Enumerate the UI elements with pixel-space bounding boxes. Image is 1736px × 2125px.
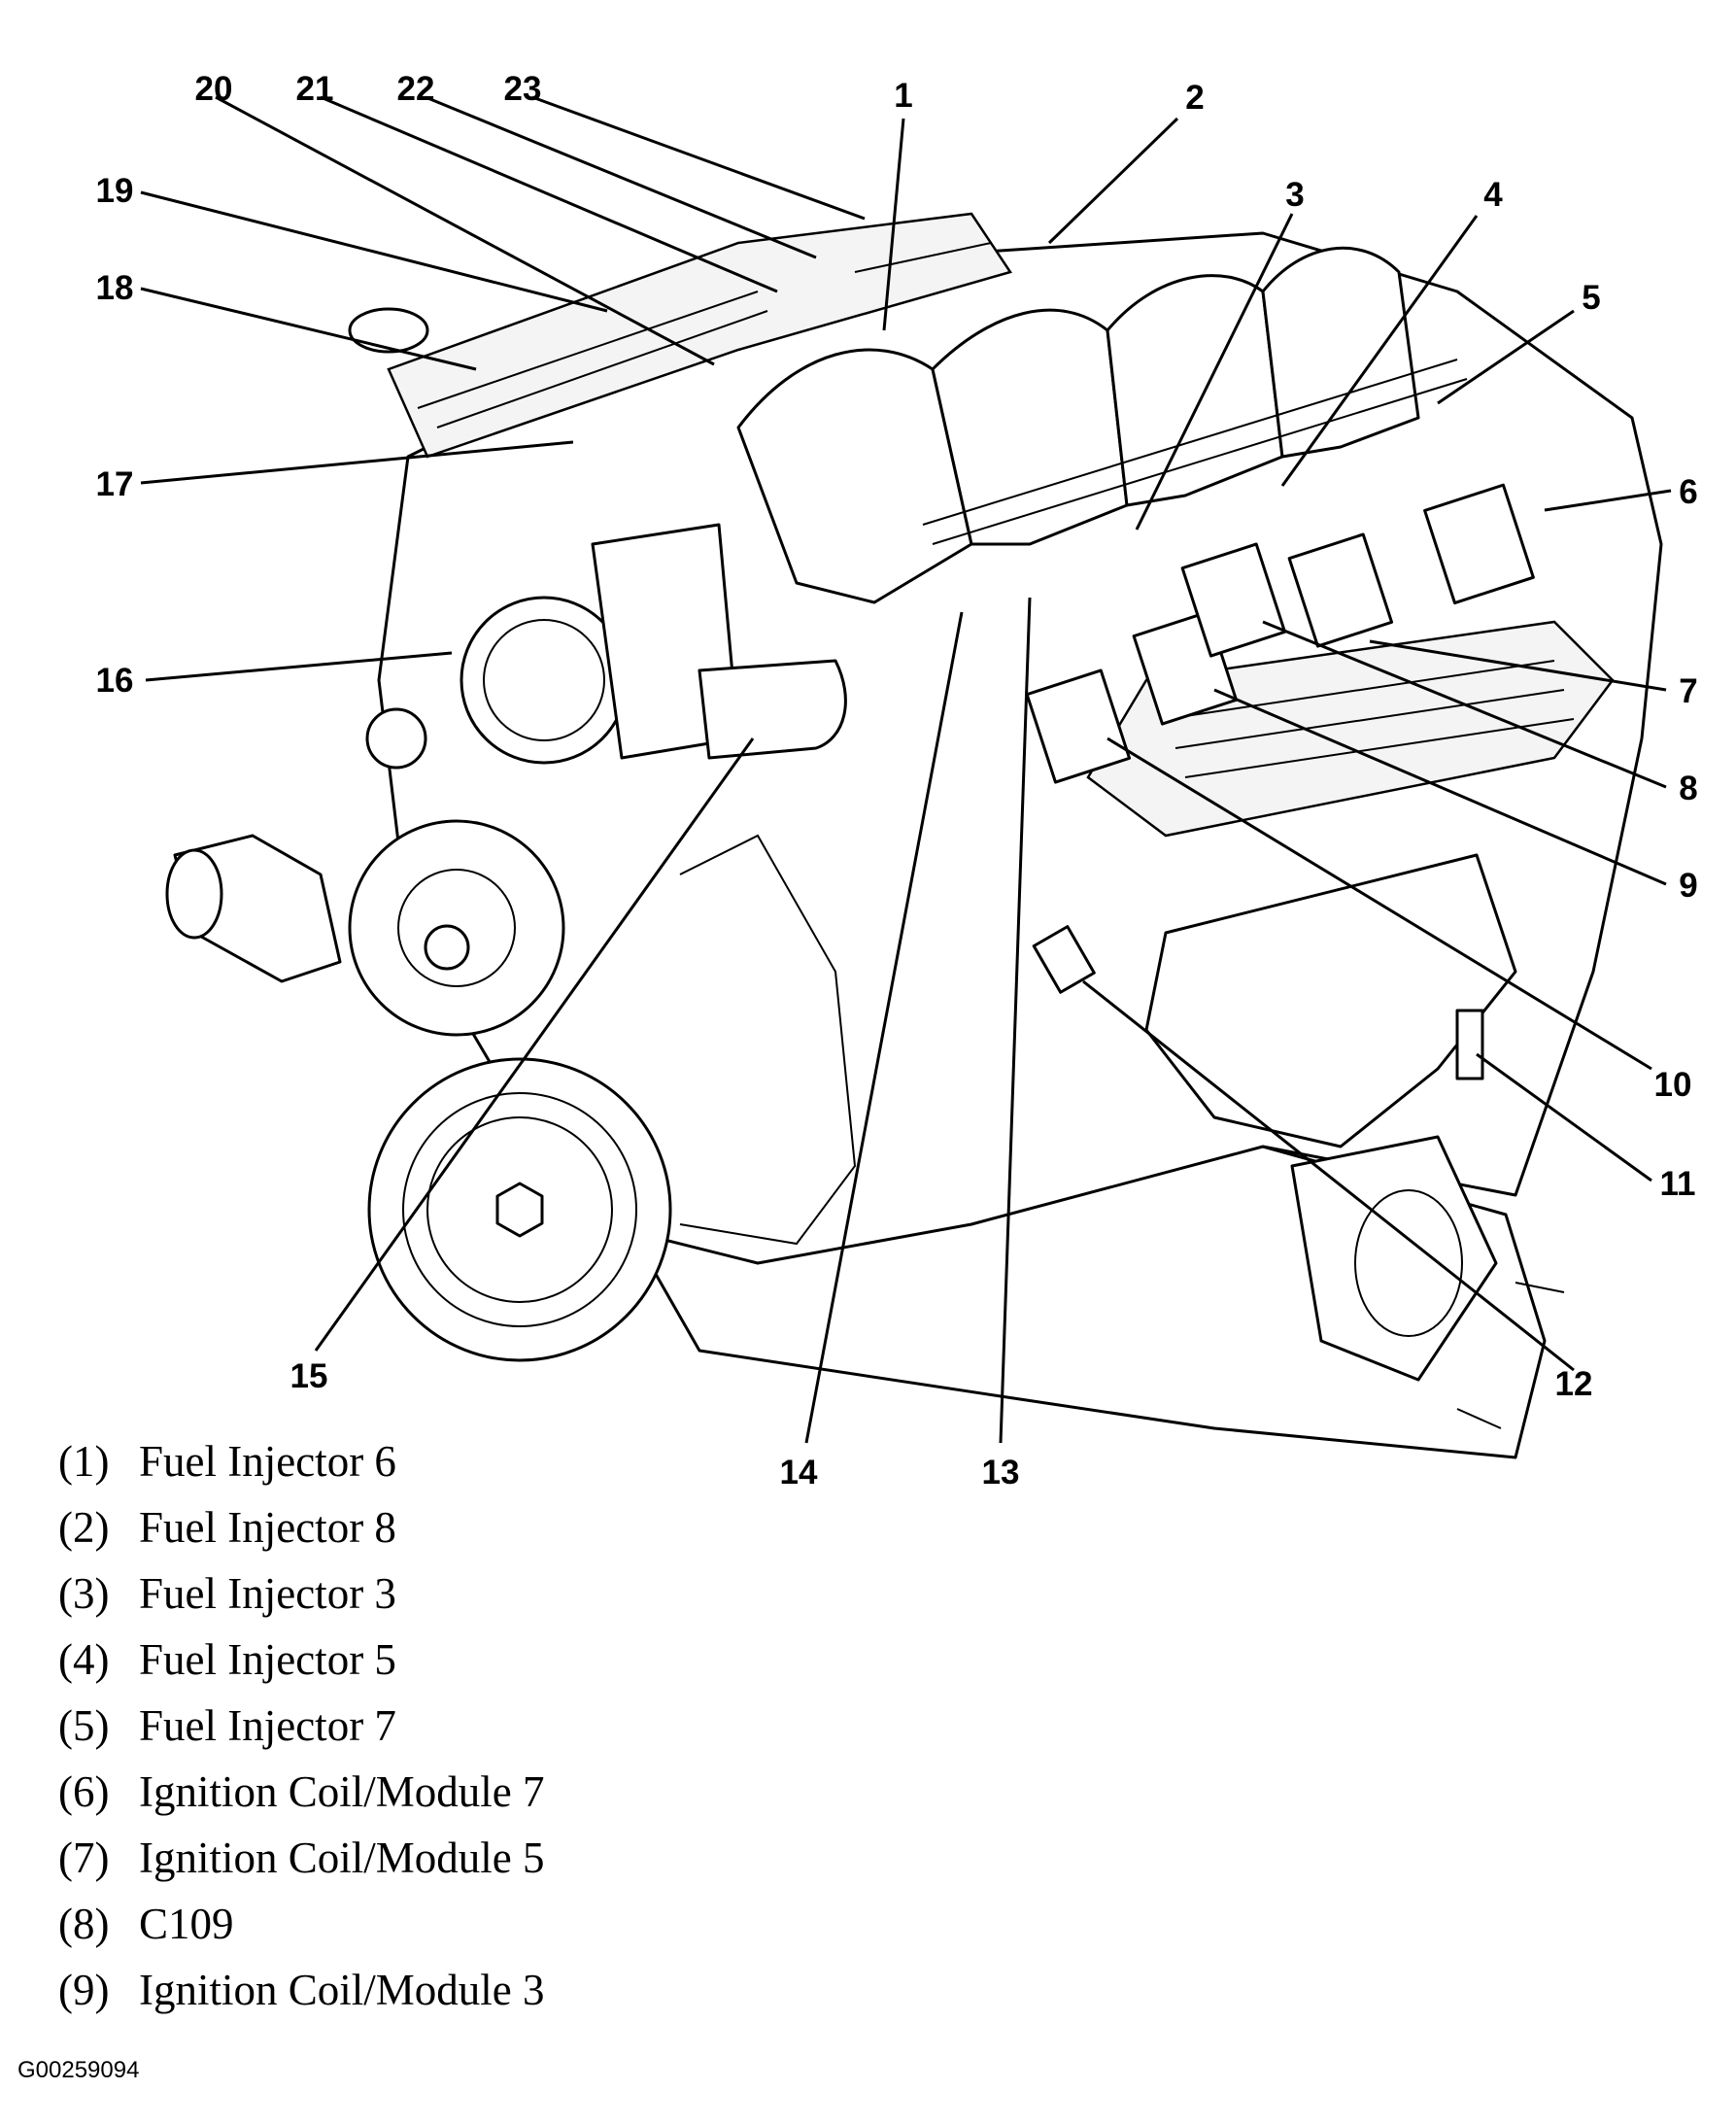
legend-label: Ignition Coil/Module 7 bbox=[139, 1767, 545, 1816]
legend-item: (9) Ignition Coil/Module 3 bbox=[58, 1957, 933, 2023]
legend-label: Ignition Coil/Module 5 bbox=[139, 1834, 545, 1882]
callout-9: 9 bbox=[1679, 867, 1697, 905]
leader-6 bbox=[1544, 489, 1672, 512]
ignition-coils bbox=[1025, 483, 1535, 784]
callout-4: 4 bbox=[1483, 176, 1503, 214]
callout-23: 23 bbox=[504, 70, 542, 108]
legend-label: C109 bbox=[139, 1900, 234, 1948]
legend-label: Ignition Coil/Module 3 bbox=[139, 1966, 545, 2014]
legend-item: (3) Fuel Injector 3 bbox=[58, 1560, 933, 1627]
callout-21: 21 bbox=[296, 70, 334, 108]
legend-number: (8) bbox=[58, 1900, 110, 1948]
legend-number: (1) bbox=[58, 1437, 110, 1486]
leader-lines bbox=[140, 95, 1672, 1444]
legend-number: (9) bbox=[58, 1966, 110, 2014]
leader-22 bbox=[425, 95, 817, 259]
callout-7: 7 bbox=[1679, 672, 1697, 710]
leader-15 bbox=[314, 737, 755, 1352]
callout-numbers: 1 2 3 4 5 6 7 8 9 10 11 12 13 14 15 16 1… bbox=[96, 70, 1698, 1491]
legend-item: (7) Ignition Coil/Module 5 bbox=[58, 1825, 933, 1891]
callout-20: 20 bbox=[195, 70, 233, 108]
callout-18: 18 bbox=[96, 269, 134, 307]
leader-3 bbox=[1135, 213, 1294, 531]
callout-6: 6 bbox=[1679, 473, 1697, 511]
legend-item: (5) Fuel Injector 7 bbox=[58, 1693, 933, 1759]
callout-10: 10 bbox=[1654, 1066, 1692, 1104]
callout-16: 16 bbox=[96, 662, 134, 700]
callout-14: 14 bbox=[780, 1454, 818, 1491]
legend-label: Fuel Injector 3 bbox=[139, 1569, 396, 1618]
leader-9 bbox=[1213, 688, 1667, 886]
callout-19: 19 bbox=[96, 172, 134, 210]
leader-4 bbox=[1280, 215, 1479, 487]
parts-legend: (1) Fuel Injector 6 (2) Fuel Injector 8 (3… bbox=[58, 1428, 933, 2023]
callout-8: 8 bbox=[1679, 770, 1697, 807]
figure-id: G00259094 bbox=[17, 2057, 140, 2083]
leader-18 bbox=[140, 287, 477, 371]
callout-11: 11 bbox=[1660, 1165, 1696, 1203]
callout-12: 12 bbox=[1555, 1365, 1593, 1403]
legend-label: Fuel Injector 8 bbox=[139, 1503, 396, 1552]
legend-item: (8) C109 bbox=[58, 1891, 933, 1957]
leader-21 bbox=[320, 95, 778, 293]
legend-number: (6) bbox=[58, 1767, 110, 1816]
leader-12 bbox=[1082, 979, 1575, 1372]
legend-number: (7) bbox=[58, 1834, 110, 1882]
callout-15: 15 bbox=[290, 1357, 328, 1395]
leader-23 bbox=[531, 95, 866, 221]
callout-22: 22 bbox=[397, 70, 435, 108]
leader-10 bbox=[1106, 737, 1652, 1071]
engine-illustration bbox=[165, 212, 1663, 1459]
engine-diagram: 1 2 3 4 5 6 7 8 9 10 11 12 13 14 15 16 1… bbox=[96, 70, 1698, 1491]
leader-1 bbox=[882, 118, 905, 331]
legend-number: (3) bbox=[58, 1569, 110, 1618]
legend-number: (5) bbox=[58, 1701, 110, 1750]
callout-17: 17 bbox=[96, 465, 134, 503]
leader-13 bbox=[999, 597, 1032, 1444]
callout-5: 5 bbox=[1582, 279, 1600, 317]
leader-19 bbox=[140, 190, 608, 313]
callout-2: 2 bbox=[1185, 79, 1204, 117]
leader-11 bbox=[1476, 1052, 1652, 1182]
legend-item: (4) Fuel Injector 5 bbox=[58, 1627, 933, 1693]
leader-8 bbox=[1262, 620, 1667, 789]
callout-1: 1 bbox=[894, 77, 912, 115]
legend-number: (4) bbox=[58, 1635, 110, 1684]
leader-16 bbox=[145, 651, 453, 682]
legend-number: (2) bbox=[58, 1503, 110, 1552]
leader-2 bbox=[1047, 117, 1179, 245]
leader-20 bbox=[215, 95, 715, 366]
leader-5 bbox=[1437, 309, 1575, 405]
legend-label: Fuel Injector 7 bbox=[139, 1701, 396, 1750]
legend-item: (2) Fuel Injector 8 bbox=[58, 1494, 933, 1560]
leader-14 bbox=[804, 611, 964, 1444]
legend-label: Fuel Injector 5 bbox=[139, 1635, 396, 1684]
legend-label: Fuel Injector 6 bbox=[139, 1437, 396, 1486]
callout-3: 3 bbox=[1285, 176, 1304, 214]
callout-13: 13 bbox=[982, 1454, 1020, 1491]
legend-item: (6) Ignition Coil/Module 7 bbox=[58, 1759, 933, 1825]
leader-7 bbox=[1369, 639, 1667, 692]
legend-item: (1) Fuel Injector 6 bbox=[58, 1428, 933, 1494]
leader-17 bbox=[140, 440, 574, 485]
